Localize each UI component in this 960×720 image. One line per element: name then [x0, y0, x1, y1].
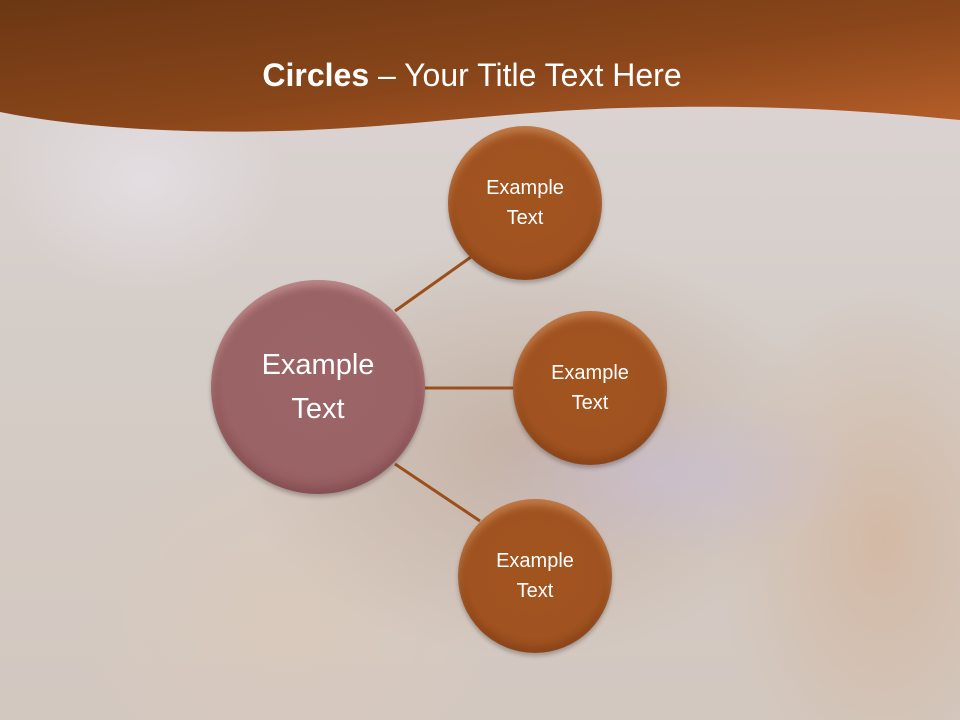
title-banner — [0, 0, 960, 132]
connector-bottom — [394, 462, 481, 523]
satellite-middle-line1: Example — [551, 362, 629, 384]
connector-top — [394, 255, 472, 313]
satellite-bottom-line1: Example — [496, 550, 574, 572]
satellite-bottom-line2: Text — [516, 580, 554, 602]
satellite-middle-line2: Text — [571, 392, 609, 414]
slide-title: Circles – Your Title Text Here — [0, 52, 944, 98]
satellite-circle-middle[interactable]: Example Text — [513, 311, 667, 465]
satellite-bottom-label: Example Text — [496, 546, 574, 606]
center-line2: Text — [291, 393, 345, 425]
center-circle-label: Example Text — [262, 343, 375, 431]
satellite-circle-bottom[interactable]: Example Text — [458, 499, 612, 653]
satellite-top-label: Example Text — [486, 173, 564, 233]
satellite-top-line2: Text — [506, 207, 544, 229]
center-line1: Example — [261, 349, 375, 381]
satellite-top-line1: Example — [486, 177, 564, 199]
satellite-circle-top[interactable]: Example Text — [448, 126, 602, 280]
title-bold: Circles — [262, 57, 370, 93]
title-rest: – Your Title Text Here — [369, 57, 682, 93]
center-circle[interactable]: Example Text — [211, 280, 425, 494]
satellite-middle-label: Example Text — [551, 358, 629, 418]
